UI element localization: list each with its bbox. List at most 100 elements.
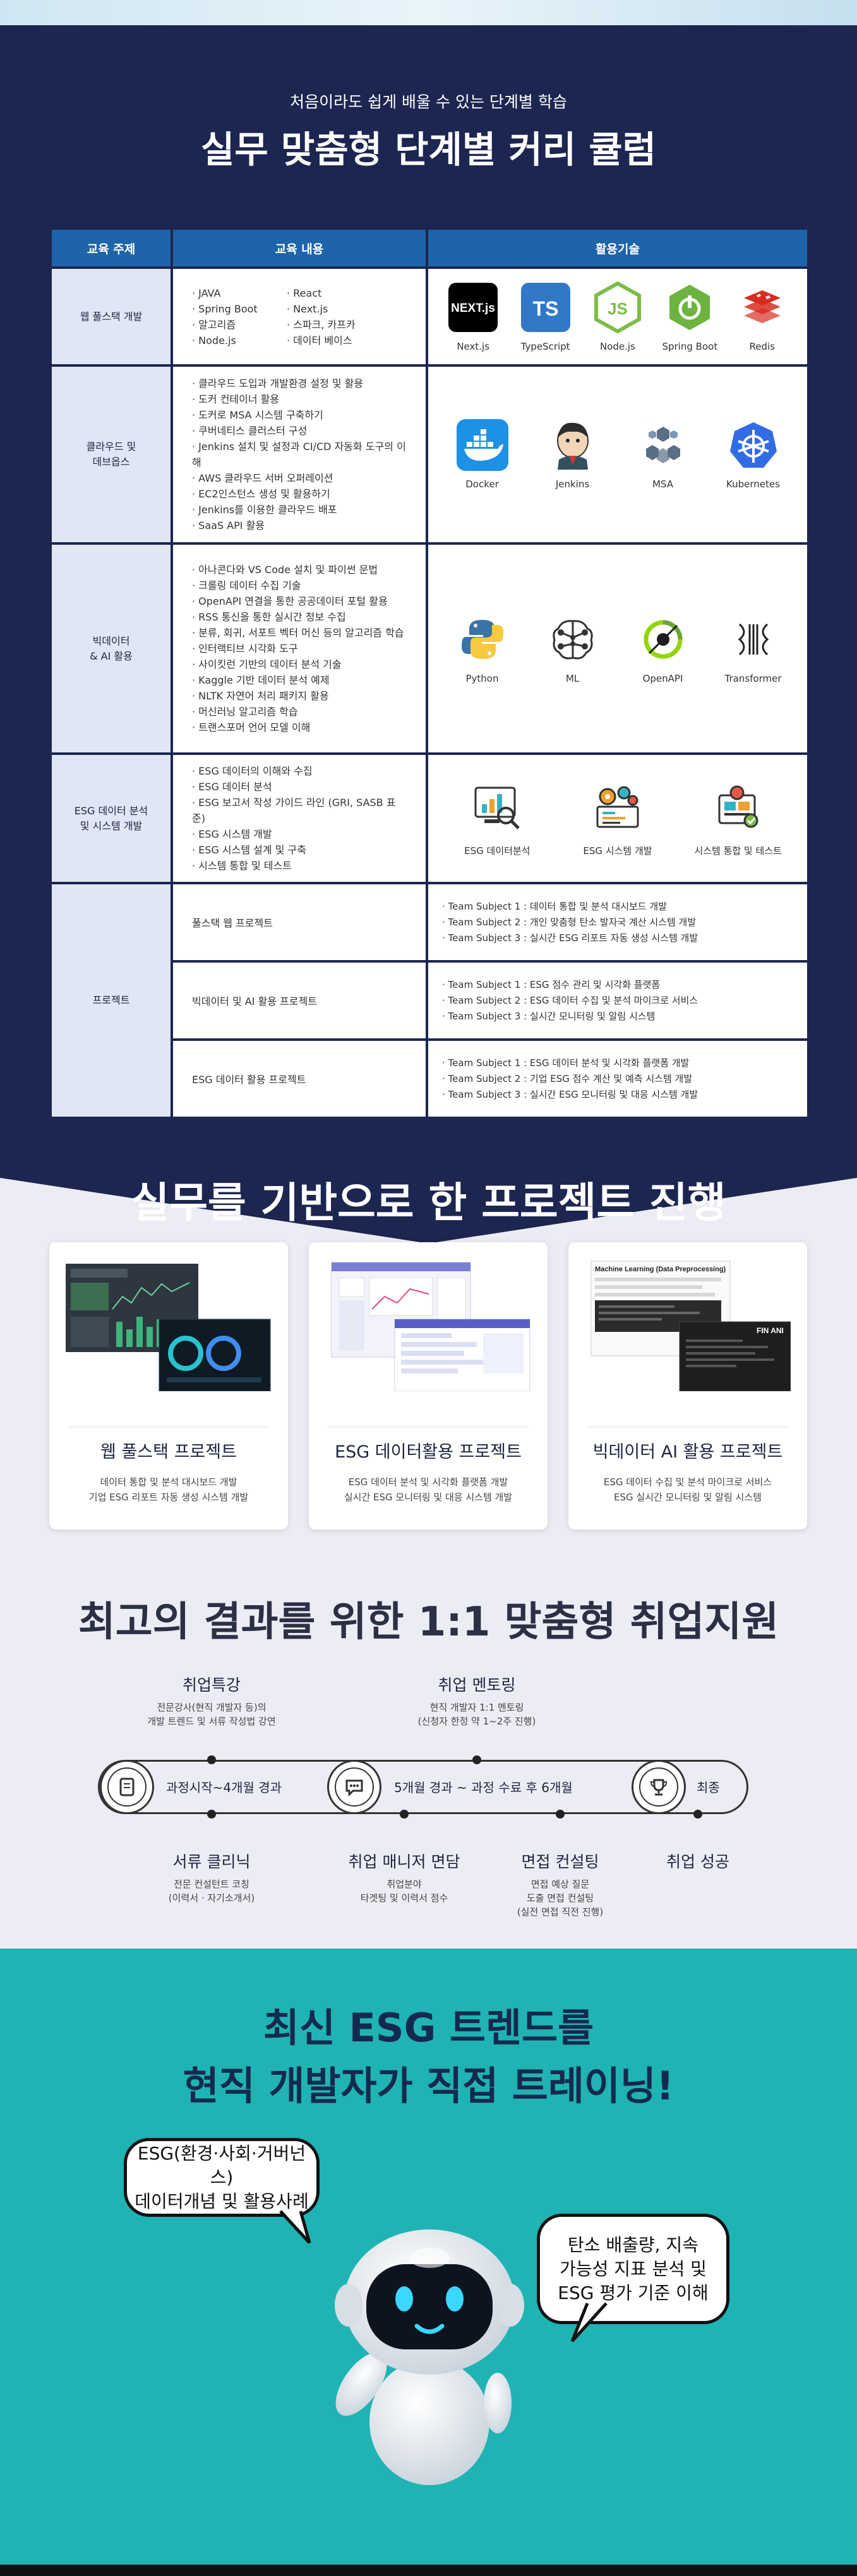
project-subject: · Team Subject 1 : 데이터 통합 및 분석 대시보드 개발 xyxy=(442,900,667,912)
curriculum-table: 교육 주제 교육 내용 활용기술 웹 풀스택 개발 · JAVA · Sprin… xyxy=(49,227,810,1119)
content-item: · 시스템 통합 및 테스트 xyxy=(192,860,292,872)
nodejs-icon: JS xyxy=(592,281,644,333)
content-cell: · 클라우드 도입과 개발환경 설정 및 활용 · 도커 컨테이너 활용 · 도… xyxy=(171,364,428,545)
support-label-interview: 면접 컨설팅 xyxy=(521,1853,599,1871)
topic-cell: 클라우드 및 데브옵스 xyxy=(49,364,173,545)
tech-cell: Python ML OpenAPI xyxy=(426,542,810,755)
content-item: · 사이킷런 기반의 데이터 분석 기술 xyxy=(192,658,342,670)
content-item: · 도커 컨테이너 활용 xyxy=(192,393,280,405)
table-header-content: 교육 내용 xyxy=(171,227,428,269)
project-subject: · Team Subject 2 : 개인 맞춤형 탄소 발자국 계산 시스템 … xyxy=(442,916,697,928)
tech-system-test: 시스템 통합 및 테스트 xyxy=(691,780,786,857)
timeline-phase-final: 최종 xyxy=(690,1778,726,1796)
redis-icon xyxy=(736,282,788,333)
table-row: ESG 데이터 활용 프로젝트 · Team Subject 1 : ESG 데… xyxy=(51,1038,810,1119)
chat-icon xyxy=(335,1767,374,1807)
project-subjects: · Team Subject 1 : 데이터 통합 및 분석 대시보드 개발 ·… xyxy=(426,882,810,963)
tech-openapi: OpenAPI xyxy=(632,614,695,684)
timeline-phase-2: 5개월 경과 ~ 과정 수료 후 6개월 xyxy=(388,1778,579,1796)
content-item: · AWS 클라우드 서버 오퍼레이션 xyxy=(192,472,333,484)
project-card-web: 웹 풀스택 프로젝트 데이터 통합 및 분석 대시보드 개발 기업 ESG 리포… xyxy=(49,1242,288,1529)
document-icon xyxy=(107,1767,147,1807)
table-row: 빅데이터 및 AI 활용 프로젝트 · Team Subject 1 : ESG… xyxy=(51,960,810,1041)
docker-icon xyxy=(456,419,508,471)
content-item: · ESG 데이터 분석 xyxy=(192,781,272,793)
content-item: · Kaggle 기반 데이터 분석 예제 xyxy=(192,674,330,686)
content-item: · 머신러닝 알고리즘 학습 xyxy=(192,706,298,718)
content-item: · ESG 시스템 개발 xyxy=(192,828,272,840)
content-item: · Next.js xyxy=(287,302,328,315)
svg-text:TS: TS xyxy=(532,297,558,320)
tech-docker: Docker xyxy=(451,419,514,490)
tech-redis: Redis xyxy=(731,282,794,352)
content-cell: · ESG 데이터의 이해와 수집 · ESG 데이터 분석 · ESG 보고서… xyxy=(171,752,428,884)
content-item: · Spring Boot xyxy=(192,302,258,315)
project-subject: · Team Subject 2 : 기업 ESG 점수 계산 및 예측 시스템… xyxy=(442,1072,693,1084)
timeline-end-node xyxy=(632,1760,686,1814)
content-item: · Jenkins 설치 및 설정과 CI/CD 자동화 도구의 이해 xyxy=(192,441,406,468)
content-item: · 아나콘다와 VS Code 설치 및 파이썬 문법 xyxy=(192,564,378,576)
support-desc-doc-clinic: 전문 컨설턴트 코칭 (이력서 · 자기소개서) xyxy=(168,1879,255,1904)
bubble-tail-right xyxy=(570,2302,608,2342)
projects-title: 실무를 기반으로 한 프로젝트 진행 xyxy=(131,1178,726,1227)
table-row: 빅데이터 & AI 활용 · 아나콘다와 VS Code 설치 및 파이썬 문법… xyxy=(49,542,810,755)
table-row: ESG 데이터 분석 및 시스템 개발 · ESG 데이터의 이해와 수집 · … xyxy=(49,752,810,884)
tech-nextjs: NEXT.js Next.js xyxy=(441,282,505,352)
project-card-esg: ESG 데이터활용 프로젝트 ESG 데이터 분석 및 시각화 플랫폼 개발 실… xyxy=(309,1242,548,1529)
content-cell: · JAVA · Spring Boot · 알고리즘 · Node.js · … xyxy=(171,266,428,367)
table-header-tech: 활용기술 xyxy=(426,227,810,269)
timeline-dot xyxy=(400,1810,409,1819)
content-item: · 스파크, 카프카 xyxy=(287,318,356,331)
topic-cell: 빅데이터 & AI 활용 xyxy=(49,542,173,755)
content-item: · ESG 시스템 설계 및 구축 xyxy=(192,844,306,856)
content-item: · ESG 보고서 작성 가이드 라인 (GRI, SASB 표준) xyxy=(192,797,396,824)
timeline-phase-1: 과정시작~4개월 경과 xyxy=(160,1778,289,1796)
project-name: 풀스택 웹 프로젝트 xyxy=(171,882,428,963)
table-row: 웹 풀스택 개발 · JAVA · Spring Boot · 알고리즘 · N… xyxy=(49,266,810,367)
tech-transformer: Transformer xyxy=(722,614,785,684)
bubble-tail-left xyxy=(279,2210,311,2244)
kubernetes-icon xyxy=(728,419,779,471)
nextjs-icon: NEXT.js xyxy=(447,282,499,333)
support-desc-mentoring: 현직 개발자 1:1 멘토링 (신청자 한정 약 1~2주 진행) xyxy=(417,1702,536,1727)
table-row: 클라우드 및 데브옵스 · 클라우드 도입과 개발환경 설정 및 활용 · 도커… xyxy=(49,364,810,545)
tech-ml: ML xyxy=(541,614,604,684)
report-screenshot xyxy=(325,1259,531,1392)
tech-cell: Docker Jenkins MSA xyxy=(426,364,810,545)
typescript-icon: TS xyxy=(520,282,572,333)
content-item: · React xyxy=(287,287,322,299)
support-desc-manager: 취업분야 타겟팅 및 이력서 점수 xyxy=(360,1879,448,1904)
project-subjects: · Team Subject 1 : ESG 데이터 분석 및 시각화 플랫폼 … xyxy=(426,1038,810,1119)
trend-title: 최신 ESG 트렌드를 현직 개발자가 직접 트레이닝! xyxy=(183,2005,674,2109)
tech-jenkins: Jenkins xyxy=(541,419,604,490)
tech-python: Python xyxy=(451,614,514,684)
speech-bubble-left: ESG(환경·사회·거버넌스) 데이터개념 및 활용사례 xyxy=(124,2138,320,2217)
card-description: 데이터 통합 및 분석 대시보드 개발 기업 ESG 리포트 자동 생성 시스템… xyxy=(88,1476,249,1503)
content-item: · 데이터 베이스 xyxy=(287,334,352,347)
svg-text:JS: JS xyxy=(608,299,628,318)
jenkins-icon xyxy=(547,419,599,471)
content-cell: · 아나콘다와 VS Code 설치 및 파이썬 문법 · 크롤링 데이터 수집… xyxy=(171,542,428,755)
project-name: 빅데이터 및 AI 활용 프로젝트 xyxy=(171,960,428,1041)
content-item: · 크롤링 데이터 수집 기술 xyxy=(192,579,301,591)
notebook-heading: Machine Learning (Data Preprocessing) xyxy=(595,1266,726,1273)
bottom-bar xyxy=(0,2565,857,2576)
support-label-success: 취업 성공 xyxy=(666,1853,729,1871)
transformer-icon xyxy=(728,614,779,665)
content-item: · 분류, 회귀, 서포트 벡터 머신 등의 알고리즘 학습 xyxy=(192,627,404,639)
python-icon xyxy=(457,614,508,665)
springboot-icon xyxy=(664,282,716,333)
timeline-dot xyxy=(207,1810,216,1819)
tech-springboot: Spring Boot xyxy=(658,282,721,352)
tech-cell: ESG 데이터분석 ESG 시스템 개발 시스템 통합 및 테스트 xyxy=(426,752,810,884)
table-header-topic: 교육 주제 xyxy=(49,227,173,269)
timeline-dot xyxy=(472,1755,481,1764)
support-label-manager: 취업 매니저 면담 xyxy=(348,1853,460,1871)
tech-esg-analysis: ESG 데이터분석 xyxy=(450,780,544,857)
support-label-mentoring: 취업 멘토링 xyxy=(438,1676,516,1694)
content-item: · ESG 데이터의 이해와 수집 xyxy=(192,765,313,777)
support-label-doc-clinic: 서류 클리닉 xyxy=(172,1853,251,1871)
project-subject: · Team Subject 3 : 실시간 모니터링 및 알림 시스템 xyxy=(442,1010,656,1022)
brain-network-icon xyxy=(547,614,599,665)
card-description: ESG 데이터 수집 및 분석 마이크로 서비스 ESG 실시간 모니터링 및 … xyxy=(603,1476,772,1503)
